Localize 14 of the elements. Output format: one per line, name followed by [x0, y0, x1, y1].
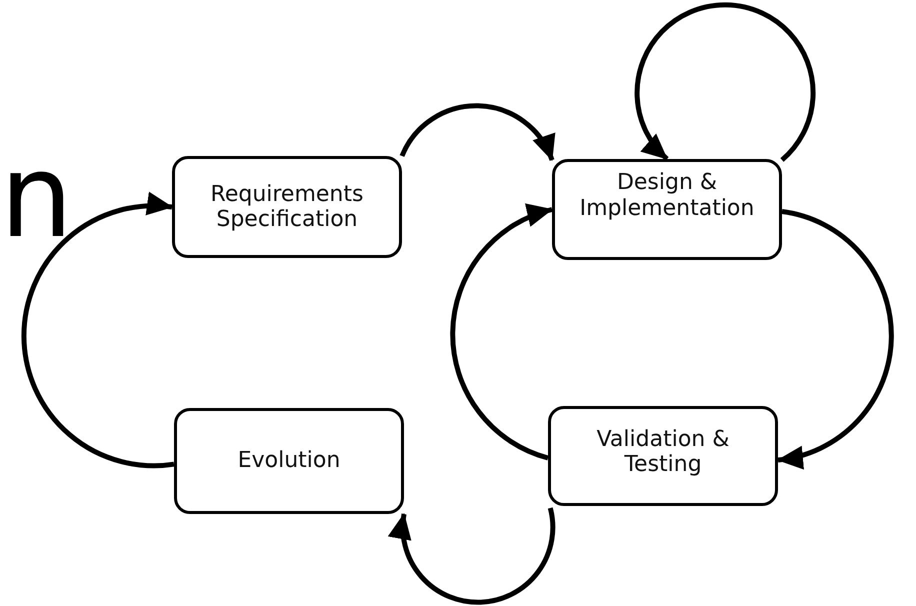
- curved-arrow: [450, 205, 553, 460]
- curved-arrow: [777, 209, 894, 468]
- curved-arrow: [22, 193, 174, 468]
- process-box: [548, 406, 778, 506]
- curved-arrow: [634, 2, 816, 162]
- process-box: [174, 408, 404, 514]
- partial-heading-text: n: [0, 140, 73, 255]
- process-box: [552, 159, 782, 260]
- node-label: Evolution: [238, 448, 340, 474]
- node-label: Design & Implementation: [578, 170, 756, 221]
- node-label: Requirements Specification: [210, 182, 364, 232]
- curved-arrow: [400, 103, 554, 161]
- process-box: [172, 156, 402, 258]
- node-label: Validation & Testing: [596, 426, 730, 478]
